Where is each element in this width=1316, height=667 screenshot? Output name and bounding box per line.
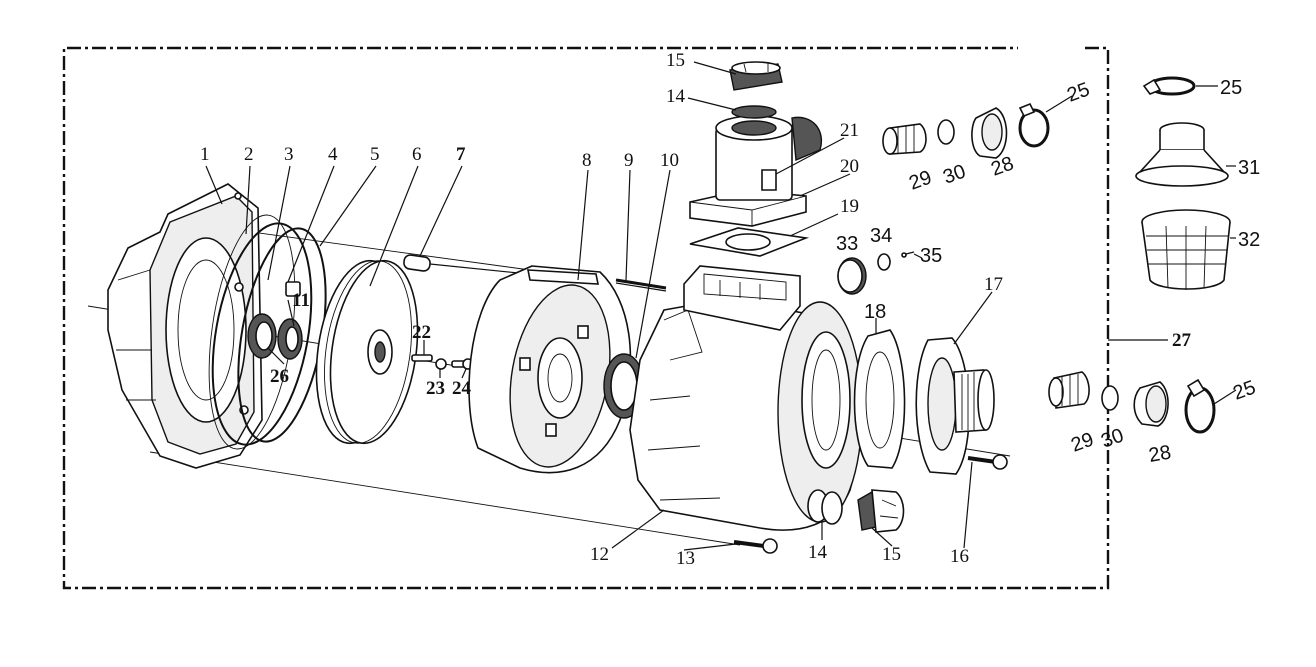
part-3-o-ring bbox=[211, 222, 313, 446]
callout-34: 34 bbox=[870, 225, 892, 247]
callout-16: 16 bbox=[950, 546, 969, 567]
part-29-hose-tail-bottom bbox=[1048, 371, 1090, 409]
callout-23: 23 bbox=[426, 378, 445, 399]
callout-22: 22 bbox=[412, 322, 431, 343]
callout-32: 32 bbox=[1238, 229, 1260, 251]
part-15-filler-plug-top bbox=[729, 61, 783, 91]
part-33-plug bbox=[837, 257, 867, 295]
part-23-washer bbox=[435, 358, 447, 370]
callout-11: 11 bbox=[292, 290, 310, 311]
part-22-pin bbox=[411, 354, 433, 362]
callout-30-top: 30 bbox=[940, 160, 968, 188]
part-9-stud bbox=[615, 278, 667, 292]
assembly-boundary-frame bbox=[62, 46, 1110, 590]
callout-29-bottom: 29 bbox=[1068, 428, 1096, 456]
part-7-shaft bbox=[403, 254, 529, 275]
part-32-strainer-basket bbox=[1141, 209, 1231, 290]
callout-15-bottom: 15 bbox=[882, 544, 901, 565]
part-29-hose-tail-top bbox=[882, 123, 927, 155]
callout-14-top: 14 bbox=[666, 86, 686, 107]
part-25-hose-clamp-top bbox=[1018, 102, 1050, 148]
callout-25-bottom: 25 bbox=[1230, 376, 1258, 404]
callout-13: 13 bbox=[676, 548, 695, 569]
part-28-hose-nut-bottom bbox=[1133, 381, 1169, 427]
callout-14-bottom: 14 bbox=[808, 542, 828, 563]
callout-7: 7 bbox=[456, 144, 466, 165]
part-25-hose-clamp-right bbox=[1142, 76, 1196, 96]
callout-9: 9 bbox=[624, 150, 634, 171]
part-12-pump-casing bbox=[629, 265, 863, 531]
part-17-discharge-flange bbox=[915, 337, 995, 475]
leader-lines bbox=[205, 61, 1237, 551]
callout-17: 17 bbox=[984, 274, 1003, 295]
callout-27: 27 bbox=[1172, 330, 1192, 351]
callout-35: 35 bbox=[920, 245, 942, 267]
callout-20: 20 bbox=[840, 156, 859, 177]
callout-12: 12 bbox=[590, 544, 609, 565]
part-28-hose-nut-top bbox=[971, 107, 1008, 159]
callout-15-top: 15 bbox=[666, 50, 685, 71]
callout-3: 3 bbox=[284, 144, 294, 165]
part-6-impeller bbox=[315, 259, 419, 445]
callout-24: 24 bbox=[452, 378, 472, 399]
callout-25-top: 25 bbox=[1064, 78, 1092, 106]
part-35-screw bbox=[901, 251, 915, 258]
part-14-o-ring-bottom bbox=[807, 489, 843, 525]
callout-6: 6 bbox=[412, 144, 422, 165]
part-34-washer bbox=[877, 253, 891, 271]
callout-21: 21 bbox=[840, 120, 859, 141]
part-8-wear-plate bbox=[468, 265, 632, 474]
callout-26: 26 bbox=[270, 366, 289, 387]
callout-29-top: 29 bbox=[906, 166, 934, 194]
callout-10: 10 bbox=[660, 150, 679, 171]
callout-18: 18 bbox=[864, 301, 886, 323]
part-19-gasket bbox=[689, 227, 810, 257]
callout-28-bottom: 28 bbox=[1147, 441, 1173, 467]
callout-30-bottom: 30 bbox=[1098, 424, 1126, 452]
part-26-mechanical-seal bbox=[247, 313, 277, 359]
part-31-strainer-cap bbox=[1135, 122, 1229, 187]
part-13-bolt bbox=[733, 538, 778, 554]
callout-8: 8 bbox=[582, 150, 592, 171]
callout-4: 4 bbox=[328, 144, 338, 165]
part-30-washer-bottom bbox=[1101, 385, 1119, 411]
part-21-inlet-elbow bbox=[715, 115, 823, 201]
callout-1: 1 bbox=[200, 144, 210, 165]
part-15-drain-plug-bottom bbox=[857, 489, 905, 533]
callout-25-right: 25 bbox=[1220, 77, 1242, 99]
callout-19: 19 bbox=[840, 196, 859, 217]
part-25-hose-clamp-bottom bbox=[1184, 378, 1216, 434]
part-18-gasket bbox=[853, 329, 906, 469]
part-16-bolt bbox=[967, 454, 1008, 470]
callout-33: 33 bbox=[836, 233, 858, 255]
part-14-o-ring-top bbox=[731, 105, 777, 119]
callout-31: 31 bbox=[1238, 157, 1260, 179]
part-30-washer-top bbox=[937, 119, 955, 145]
callout-5: 5 bbox=[370, 144, 380, 165]
part-1-rear-housing bbox=[107, 183, 263, 469]
part-11-seal-ring bbox=[277, 281, 303, 360]
callout-2: 2 bbox=[244, 144, 254, 165]
